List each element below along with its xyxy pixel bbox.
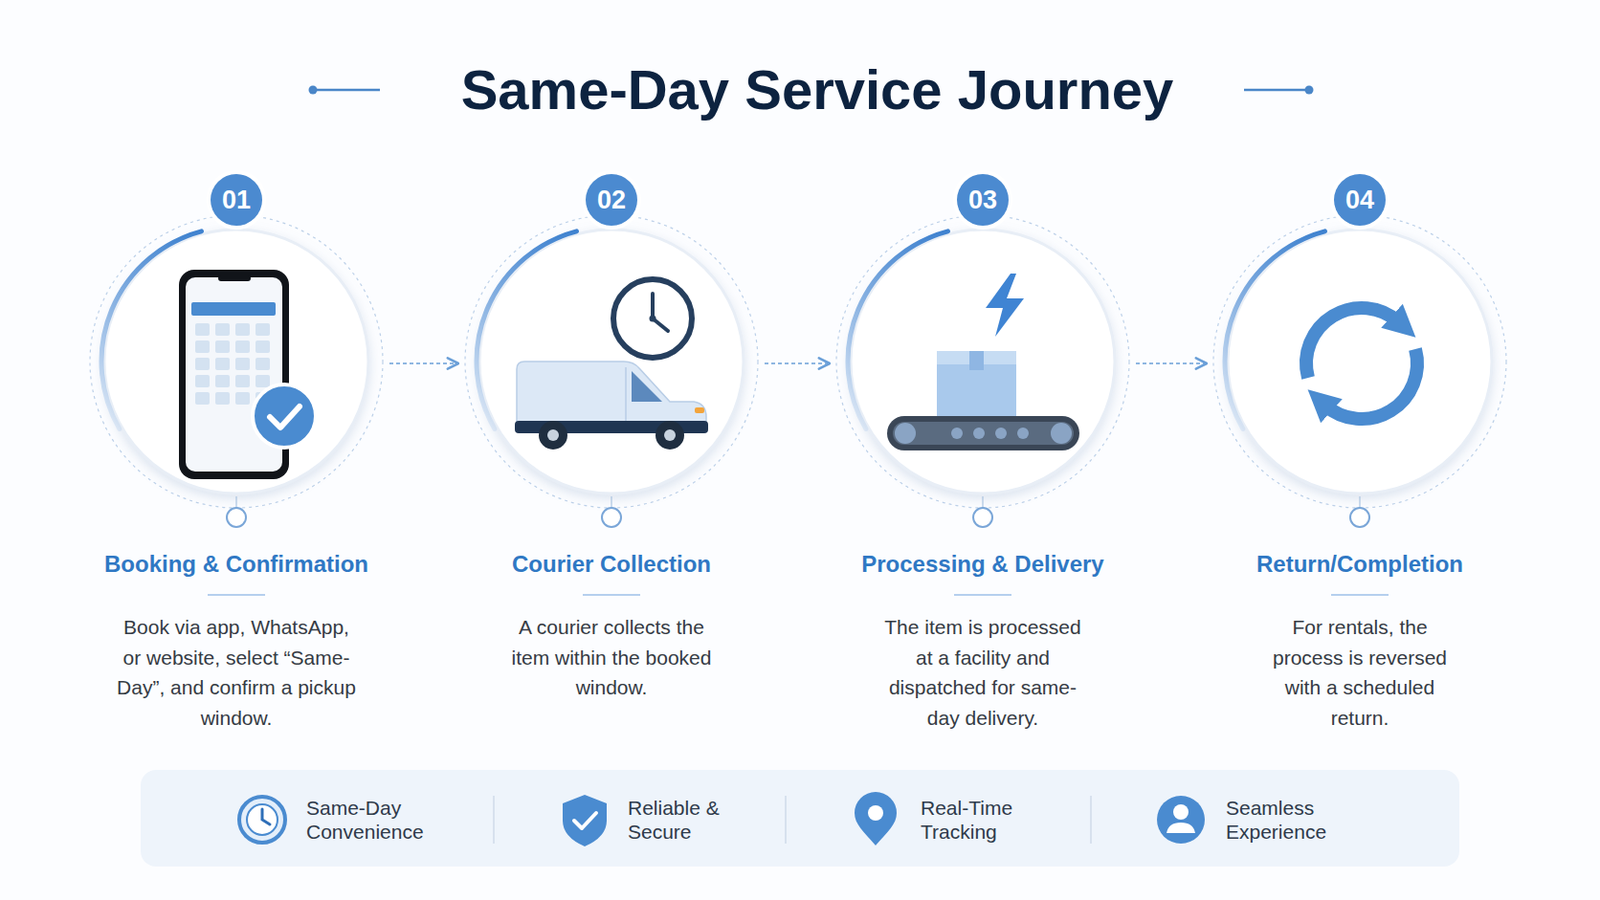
step-heading: Booking & Confirmation [64, 550, 409, 579]
phone-notch [218, 275, 251, 282]
heading-underline [207, 594, 266, 597]
step-ring [89, 215, 383, 528]
feature-label: Seamless Experience [1225, 796, 1351, 845]
phone-body [178, 269, 289, 480]
van-hub [547, 429, 559, 442]
conveyor-roller [973, 427, 985, 440]
clock-outer [239, 797, 286, 844]
badge-halo [206, 170, 267, 230]
band-divider [1089, 796, 1092, 845]
check-mark [269, 406, 300, 428]
step-node: Processing & DeliveryThe item is process… [829, 167, 1136, 742]
step-heading: Return/Completion [1187, 550, 1533, 579]
step-badge: 02 [582, 171, 641, 229]
conveyor-belt [887, 416, 1080, 451]
band-divider [784, 796, 787, 845]
clock-hands [262, 809, 270, 825]
clock-feature-icon [239, 797, 286, 844]
parcel-tape [969, 351, 984, 371]
step-description: A courier collects the item within the b… [509, 612, 715, 704]
van-body [516, 361, 707, 431]
phone-icon [178, 269, 316, 480]
shield-shape [562, 795, 607, 847]
conveyor-icon [887, 273, 1080, 451]
pin-icon [854, 792, 897, 846]
shield-check [574, 813, 597, 829]
step-ring [1213, 215, 1507, 528]
step-badge: 01 [207, 171, 266, 229]
step-number: 04 [1331, 171, 1389, 229]
step-badge: 03 [954, 171, 1012, 229]
user-icon [1156, 796, 1205, 845]
clock-pin [649, 315, 657, 323]
title-dot [309, 86, 318, 95]
van-icon [514, 279, 709, 450]
step-ring [465, 215, 758, 528]
badge-halo [953, 170, 1013, 230]
step-node: Courier CollectionA courier collects the… [458, 167, 765, 742]
check-badge [252, 384, 316, 448]
pin-hole [867, 805, 884, 822]
feature-label: Same-Day Convenience [306, 796, 431, 845]
user-body [1166, 822, 1196, 834]
conveyor-inner [892, 422, 1074, 445]
step-node: Return/CompletionFor rentals, the proces… [1206, 167, 1513, 742]
title-rule [1244, 88, 1310, 92]
step-number: 03 [954, 171, 1012, 229]
feature-label: Real-Time Tracking [920, 796, 1045, 845]
van-headlight [694, 407, 705, 414]
step-number: 01 [207, 171, 266, 229]
band-divider [492, 796, 495, 845]
conveyor-roller [995, 427, 1007, 440]
heading-underline [1331, 594, 1389, 597]
pin-shape [854, 792, 897, 846]
step-description: Book via app, WhatsApp, or website, sele… [116, 612, 356, 734]
badge-halo [581, 170, 642, 230]
clock-face [613, 279, 692, 358]
sync-arc [1306, 308, 1400, 378]
step-heading: Processing & Delivery [810, 550, 1156, 579]
flow-arrow [389, 362, 459, 365]
flow-arrow [764, 362, 830, 365]
conveyor-roller [951, 427, 963, 440]
conveyor-roller [894, 422, 916, 445]
clock-hand [650, 293, 655, 319]
user-disc [1156, 796, 1205, 845]
step-number: 02 [582, 171, 641, 229]
shield-icon [562, 795, 607, 847]
step-description: For rentals, the process is reversed wit… [1266, 612, 1454, 734]
step-ring [836, 215, 1130, 528]
badge-halo [1330, 170, 1390, 230]
van-door [624, 367, 627, 427]
van-window [631, 371, 663, 402]
title-dot [1305, 86, 1314, 95]
user-head [1173, 804, 1189, 821]
step-badge: 04 [1331, 171, 1389, 229]
sync-arc [1324, 349, 1418, 420]
step-heading: Courier Collection [439, 550, 784, 579]
diagram-title: Same-Day Service Journey [17, 56, 1600, 124]
step-node: Booking & ConfirmationBook via app, What… [83, 167, 390, 742]
heading-underline [582, 594, 641, 597]
van-hub [664, 429, 676, 442]
heading-underline [954, 594, 1012, 597]
title-rule [312, 88, 380, 92]
feature-band [140, 770, 1460, 867]
sync-icon [1306, 308, 1418, 420]
lightning-bolt [985, 273, 1024, 337]
van-wheel [538, 421, 568, 450]
feature-label: Reliable & Secure [627, 796, 753, 845]
clock-inner [246, 804, 278, 836]
van-wheel [655, 421, 685, 450]
step-description: The item is processed at a facility and … [875, 612, 1091, 734]
calendar-header [191, 302, 276, 316]
conveyor-roller [1017, 427, 1029, 440]
conveyor-roller [1050, 422, 1072, 445]
parcel-box [936, 351, 1017, 417]
flow-arrow [1135, 362, 1207, 365]
